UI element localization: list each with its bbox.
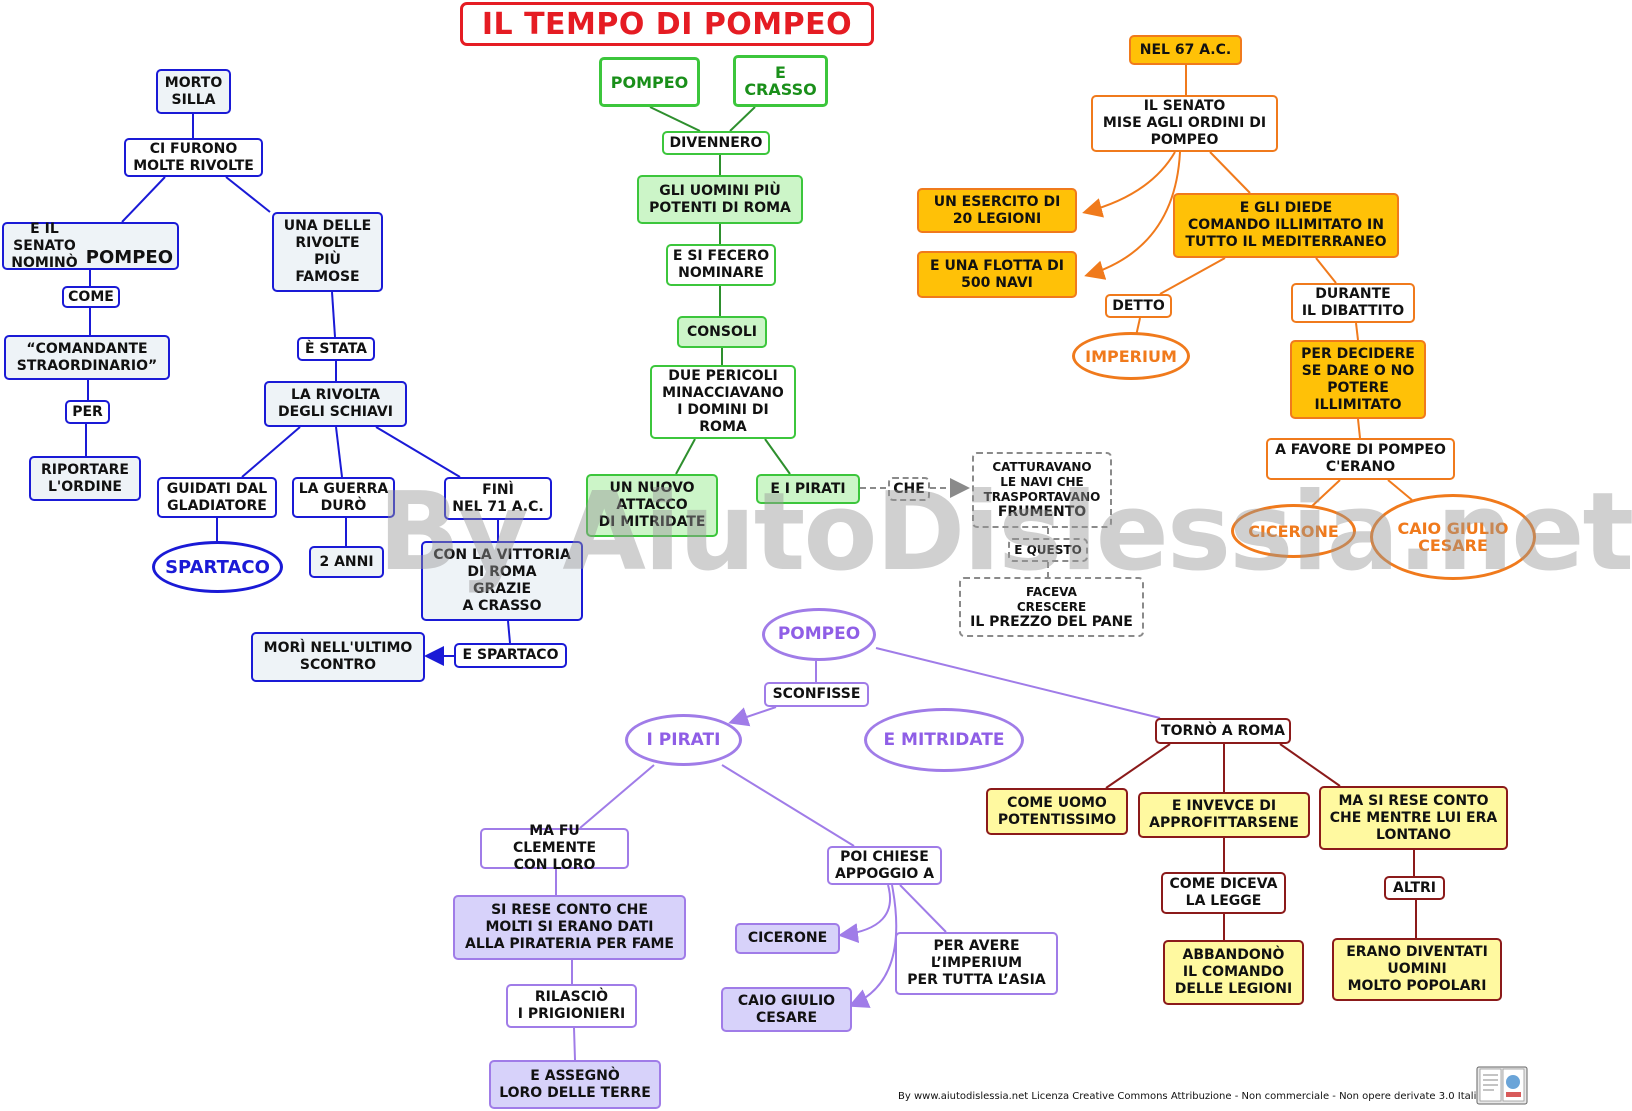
node-rivolta-schiavi: LA RIVOLTA DEGLI SCHIAVI xyxy=(264,381,407,427)
node-durante: DURANTE IL DIBATTITO xyxy=(1291,283,1415,323)
node-abbandono: ABBANDONÒ IL COMANDO DELLE LEGIONI xyxy=(1163,940,1304,1005)
node-e-stata: È STATA xyxy=(297,337,375,361)
node-come: COME xyxy=(62,286,120,308)
node-uomo-potente: COME UOMO POTENTISSIMO xyxy=(986,788,1128,835)
node-e-questo: E QUESTO xyxy=(1008,538,1088,562)
node-cesare-purple: CAIO GIULIO CESARE xyxy=(721,987,852,1032)
node-senato-nomino: E IL SENATO NOMINÒ POMPEO xyxy=(2,220,179,271)
node-approfittarsene: E INVEVCE DI APPROFITTARSENE xyxy=(1138,792,1310,838)
node-una-delle: UNA DELLE RIVOLTE PIÙ FAMOSE xyxy=(272,212,383,292)
node-diceva-legge: COME DICEVA LA LEGGE xyxy=(1161,872,1286,914)
node-vittoria: CON LA VITTORIA DI ROMA GRAZIE A CRASSO xyxy=(421,541,583,621)
node-guerra-duro: LA GUERRA DURÒ xyxy=(292,477,395,518)
senato-nomino-text: E IL SENATO NOMINÒ xyxy=(11,220,78,271)
node-rese-conto: SI RESE CONTO CHE MOLTI SI ERANO DATI AL… xyxy=(453,895,686,960)
faceva-text: FACEVA CRESCERE xyxy=(1016,584,1087,614)
node-e-crasso: E CRASSO xyxy=(733,55,828,107)
node-spartaco: SPARTACO xyxy=(152,541,283,593)
node-diede: E GLI DIEDE COMANDO ILLIMITATO IN TUTTO … xyxy=(1173,193,1399,258)
node-cicerone-orange: CICERONE xyxy=(1231,504,1356,558)
node-senato-mise: IL SENATO MISE AGLI ORDINI DI POMPEO xyxy=(1091,95,1278,152)
node-torno: TORNÒ A ROMA xyxy=(1155,718,1291,744)
catturavano-text: CATTURAVANO LE NAVI CHE TRASPORTAVANO xyxy=(983,460,1101,504)
node-riportare: RIPORTARE L'ORDINE xyxy=(29,456,141,501)
node-comandante: “COMANDANTE STRAORDINARIO” xyxy=(4,335,170,380)
map-title: IL TEMPO DI POMPEO xyxy=(460,2,874,46)
node-due-anni: 2 ANNI xyxy=(309,546,384,578)
node-ci-furono: CI FURONO MOLTE RIVOLTE xyxy=(124,138,263,177)
node-chiese: POI CHIESE APPOGGIO A xyxy=(827,846,942,885)
node-mitridate: E MITRIDATE xyxy=(864,708,1024,772)
node-guidati: GUIDATI DAL GLADIATORE xyxy=(157,477,277,518)
node-i-pirati: I PIRATI xyxy=(625,714,742,766)
node-fini: FINÌ NEL 71 A.C. xyxy=(444,477,552,520)
node-detto: DETTO xyxy=(1105,294,1172,318)
node-e-i-pirati: E I PIRATI xyxy=(756,474,860,504)
node-decidere: PER DECIDERE SE DARE O NO POTERE ILLIMIT… xyxy=(1290,340,1426,419)
node-nel-67: NEL 67 A.C. xyxy=(1129,35,1242,65)
faceva-prezzo-pane: IL PREZZO DEL PANE xyxy=(970,613,1133,630)
node-sconfisse: SCONFISSE xyxy=(764,682,869,707)
book-logo-icon xyxy=(1476,1066,1528,1105)
node-imperium: IMPERIUM xyxy=(1072,332,1190,380)
node-popolari: ERANO DIVENTATI UOMINI MOLTO POPOLARI xyxy=(1332,938,1502,1001)
node-clemente: MA FU CLEMENTE CON LORO xyxy=(480,823,629,873)
node-che: CHE xyxy=(888,477,930,501)
node-lontano: MA SI RESE CONTO CHE MENTRE LUI ERA LONT… xyxy=(1319,786,1508,850)
node-rilascio: RILASCIÒ I PRIGIONIERI xyxy=(506,984,637,1028)
license-footer: By www.aiutodislessia.net Licenza Creati… xyxy=(898,1091,1483,1102)
node-catturavano: CATTURAVANO LE NAVI CHE TRASPORTAVANO FR… xyxy=(972,452,1112,528)
node-altri: ALTRI xyxy=(1384,876,1445,900)
node-attacco: UN NUOVO ATTACCO DI MITRIDATE xyxy=(586,474,718,537)
node-cicerone-purple: CICERONE xyxy=(735,923,840,954)
node-pompeo-green: POMPEO xyxy=(599,57,700,107)
node-per: PER xyxy=(65,400,110,424)
node-uomini-potenti: GLI UOMINI PIÙ POTENTI DI ROMA xyxy=(637,175,803,224)
node-divennero: DIVENNERO xyxy=(662,131,770,155)
senato-nomino-pompeo: POMPEO xyxy=(85,247,173,268)
node-pompeo-purple: POMPEO xyxy=(762,608,876,661)
node-a-favore: A FAVORE DI POMPEO C'ERANO xyxy=(1266,438,1455,480)
node-cesare-orange: CAIO GIULIO CESARE xyxy=(1370,494,1536,580)
node-per-avere: PER AVERE L’IMPERIUM PER TUTTA L’ASIA xyxy=(895,932,1058,995)
catturavano-frumento: FRUMENTO xyxy=(997,504,1087,520)
node-si-fecero: E SI FECERO NOMINARE xyxy=(666,244,776,286)
node-morto-silla: MORTO SILLA xyxy=(156,69,231,114)
node-faceva: FACEVA CRESCERE IL PREZZO DEL PANE xyxy=(959,577,1144,637)
node-e-spartaco: E SPARTACO xyxy=(454,643,567,668)
node-flotta: E UNA FLOTTA DI 500 NAVI xyxy=(917,251,1077,298)
node-consoli: CONSOLI xyxy=(677,316,767,348)
node-mori: MORÌ NELL'ULTIMO SCONTRO xyxy=(251,632,425,682)
node-esercito: UN ESERCITO DI 20 LEGIONI xyxy=(917,188,1077,233)
node-assegno: E ASSEGNÒ LORO DELLE TERRE xyxy=(489,1060,661,1109)
node-due-pericoli: DUE PERICOLI MINACCIAVANO I DOMINI DI RO… xyxy=(650,365,796,439)
